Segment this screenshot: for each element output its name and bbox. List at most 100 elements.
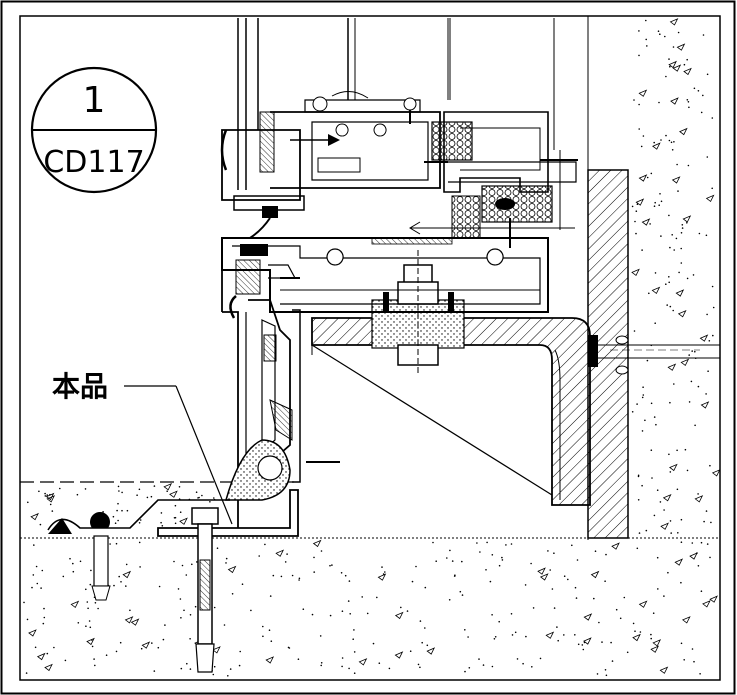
concrete-speckle <box>262 625 264 628</box>
concrete-speckle <box>656 489 659 492</box>
concrete-speckle <box>636 403 638 405</box>
concrete-speckle <box>213 497 215 499</box>
concrete-speckle <box>665 134 667 137</box>
concrete-speckle <box>72 570 75 573</box>
aggregate-mark <box>682 616 691 624</box>
concrete-speckle <box>116 509 118 512</box>
concrete-speckle <box>229 668 232 670</box>
concrete-speckle <box>671 149 674 151</box>
concrete-speckle <box>201 494 203 497</box>
concrete-speckle <box>225 557 228 560</box>
concrete-speckle <box>79 560 82 563</box>
aggregate-mark <box>545 631 555 639</box>
concrete-speckle <box>297 658 300 660</box>
concrete-speckle <box>461 560 463 563</box>
concrete-speckle <box>44 492 46 495</box>
concrete-speckle <box>672 46 675 48</box>
concrete-speckle <box>646 176 649 179</box>
concrete-speckle <box>684 448 687 451</box>
concrete-speckle <box>646 45 648 47</box>
concrete-speckle <box>654 272 657 274</box>
concrete-speckle <box>85 588 87 591</box>
concrete-speckle <box>62 575 65 578</box>
concrete-speckle <box>353 651 356 653</box>
concrete-speckle <box>49 503 52 506</box>
concrete-speckle <box>675 237 678 240</box>
concrete-speckle <box>663 509 665 511</box>
concrete-speckle <box>711 285 714 288</box>
concrete-speckle <box>118 575 120 578</box>
concrete-speckle <box>348 667 350 670</box>
concrete-speckle <box>634 630 636 632</box>
concrete-speckle <box>239 650 241 653</box>
aggregate-mark <box>676 43 686 51</box>
concrete-speckle <box>153 670 156 672</box>
concrete-speckle <box>179 598 182 600</box>
concrete-speckle <box>604 669 607 671</box>
aggregate-mark <box>669 18 679 26</box>
concrete-speckle <box>109 543 111 545</box>
concrete-speckle <box>476 542 478 544</box>
concrete-speckle <box>688 401 691 403</box>
concrete-speckle <box>27 501 29 504</box>
aggregate-mark <box>675 289 685 297</box>
screws <box>280 159 578 463</box>
concrete-speckle <box>311 613 314 616</box>
concrete-speckle <box>482 664 485 666</box>
concrete-speckle <box>553 607 556 609</box>
concrete-speckle <box>138 522 141 524</box>
concrete-speckle <box>610 641 612 644</box>
concrete-speckle <box>673 249 675 251</box>
concrete-speckle <box>40 587 42 589</box>
concrete-speckle <box>680 518 683 521</box>
concrete-speckle <box>468 667 471 669</box>
concrete-speckle <box>162 638 165 641</box>
concrete-speckle <box>700 590 703 592</box>
concrete-speckle <box>268 629 271 631</box>
aggregate-mark <box>667 363 677 371</box>
bolt-assembly <box>371 250 465 375</box>
concrete-speckle <box>494 636 497 638</box>
concrete-speckle <box>424 627 426 629</box>
concrete-speckle <box>708 340 711 342</box>
concrete-speckle <box>341 665 343 668</box>
concrete-speckle <box>178 486 181 488</box>
concrete-speckle <box>43 607 45 610</box>
concrete-speckle <box>125 585 127 587</box>
concrete-speckle <box>35 565 38 568</box>
concrete-speckle <box>498 564 501 567</box>
embedded-steel-plate <box>587 169 720 539</box>
concrete-speckle <box>421 641 424 644</box>
concrete-speckle <box>166 490 168 493</box>
concrete-speckle <box>180 617 182 619</box>
aggregate-mark <box>537 567 546 575</box>
concrete-speckle <box>189 638 191 640</box>
concrete-speckle <box>697 90 700 92</box>
concrete-speckle <box>652 612 655 614</box>
aggregate-mark <box>674 558 684 566</box>
concrete-speckle <box>654 201 656 204</box>
concrete-speckle <box>493 638 496 640</box>
concrete-speckle <box>42 622 45 625</box>
concrete-speckle <box>668 58 670 60</box>
concrete-speckle <box>605 674 608 677</box>
concrete-speckle <box>479 551 481 553</box>
concrete-speckle <box>197 497 199 499</box>
concrete-speckle <box>681 224 684 226</box>
concrete-speckle <box>151 642 153 644</box>
concrete-speckle <box>659 501 662 503</box>
concrete-speckle <box>415 565 417 568</box>
concrete-speckle <box>136 494 138 497</box>
concrete-speckle <box>189 668 192 670</box>
aggregate-mark <box>130 618 140 626</box>
concrete-speckle <box>213 665 216 668</box>
concrete-speckle <box>341 610 344 612</box>
concrete-speckle <box>516 658 519 660</box>
aggregate-mark <box>212 646 221 654</box>
concrete-speckle <box>501 559 504 561</box>
concrete-speckle <box>670 141 673 144</box>
aggregate-mark <box>590 570 600 579</box>
concrete-speckle <box>118 490 120 492</box>
concrete-speckle <box>89 626 92 629</box>
concrete-speckle <box>464 670 466 673</box>
